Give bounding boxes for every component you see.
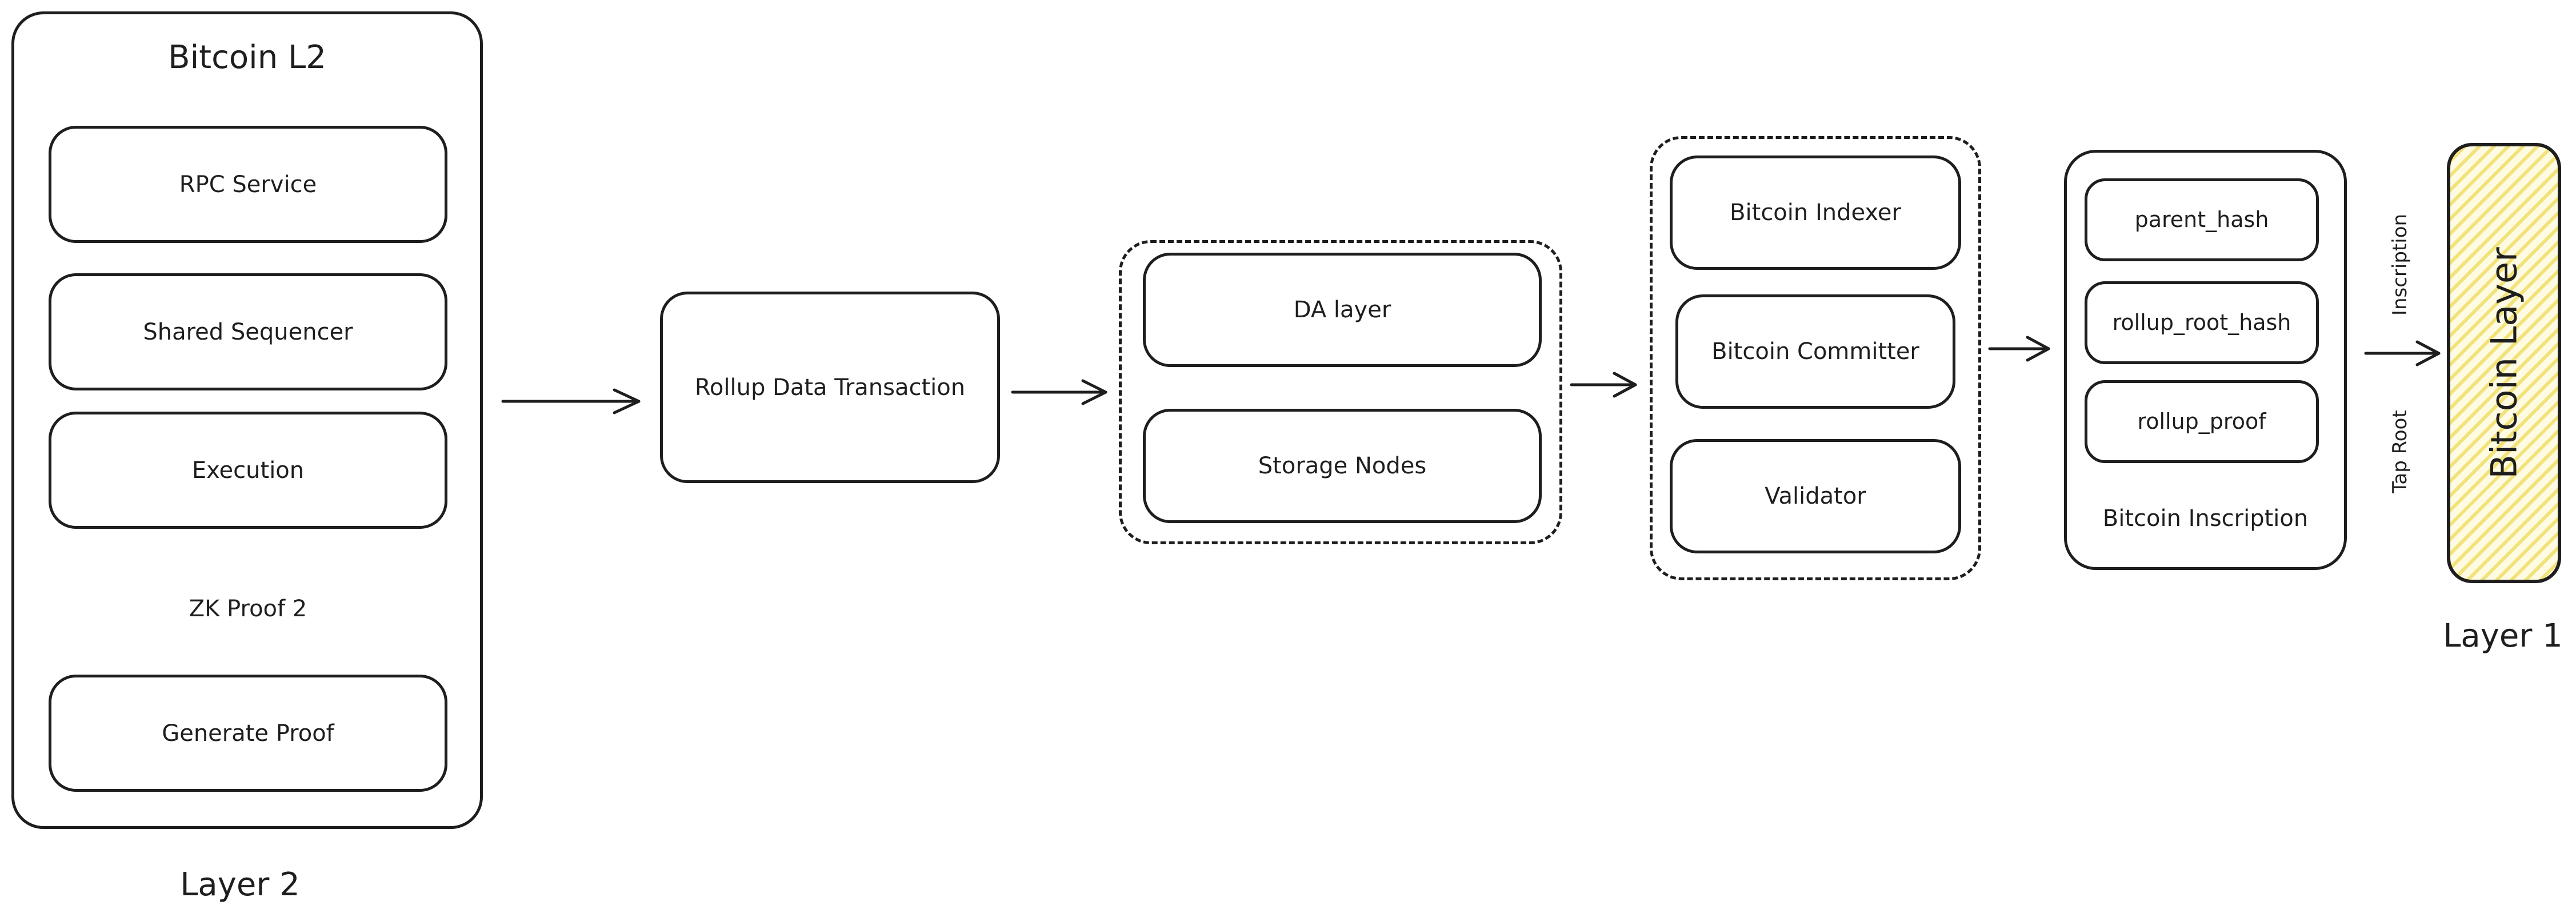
bitcoin-committer-label: Bitcoin Committer [1711, 338, 1919, 365]
inscription-edge-label: Inscription [2389, 213, 2411, 316]
bitcoin-layer-label: Bitcoin Layer [2483, 247, 2525, 479]
da-layer-label: DA layer [1293, 297, 1391, 323]
tap-root-edge-label: Tap Root [2389, 410, 2411, 493]
bitcoin-indexer-label: Bitcoin Indexer [1730, 200, 1901, 226]
rollup-data-transaction-box: Rollup Data Transaction [660, 292, 1000, 483]
layer2-title: Bitcoin L2 [168, 39, 326, 76]
validator-label: Validator [1765, 483, 1866, 509]
da-group-container [1119, 240, 1562, 544]
generate-proof-label: Generate Proof [162, 720, 334, 747]
rollup-proof-box: rollup_proof [2085, 380, 2319, 463]
layer2-container [11, 11, 483, 829]
bitcoin-indexer-box: Bitcoin Indexer [1670, 156, 1961, 270]
rollup-data-transaction-label: Rollup Data Transaction [694, 374, 966, 401]
storage-nodes-label: Storage Nodes [1258, 453, 1427, 479]
rollup-root-hash-box: rollup_root_hash [2085, 281, 2319, 364]
layer2-caption: Layer 2 [180, 866, 300, 903]
rollup-proof-label: rollup_proof [2137, 408, 2266, 434]
storage-nodes-box: Storage Nodes [1143, 409, 1542, 523]
rpc-service-label: RPC Service [179, 171, 317, 198]
bitcoin-group-container [1650, 136, 1981, 580]
da-layer-box: DA layer [1143, 253, 1542, 367]
parent-hash-label: parent_hash [2134, 206, 2269, 232]
bitcoin-layer-box: Bitcoin Layer [2447, 143, 2561, 583]
arrow-layer2-to-rollup [501, 388, 641, 414]
generate-proof-box: Generate Proof [49, 675, 447, 792]
shared-sequencer-box: Shared Sequencer [49, 273, 447, 390]
layer1-caption: Layer 1 [2443, 617, 2563, 655]
arrow-rollup-to-da [1011, 379, 1107, 405]
zk-proof-label: ZK Proof 2 [189, 596, 307, 622]
execution-label: Execution [191, 457, 305, 484]
arrow-inscription-to-bitcoin-layer [2364, 340, 2441, 366]
inscription-group-container [2064, 150, 2347, 570]
arrow-bitcoin-group-to-inscription [1988, 336, 2050, 362]
parent-hash-box: parent_hash [2085, 178, 2319, 261]
bitcoin-inscription-title: Bitcoin Inscription [2102, 505, 2309, 532]
arrow-da-to-bitcoin-group [1570, 372, 1637, 398]
shared-sequencer-label: Shared Sequencer [143, 318, 353, 345]
validator-box: Validator [1670, 439, 1961, 553]
rpc-service-box: RPC Service [49, 126, 447, 243]
execution-box: Execution [49, 412, 447, 529]
bitcoin-committer-box: Bitcoin Committer [1675, 294, 1955, 409]
rollup-root-hash-label: rollup_root_hash [2112, 309, 2291, 335]
